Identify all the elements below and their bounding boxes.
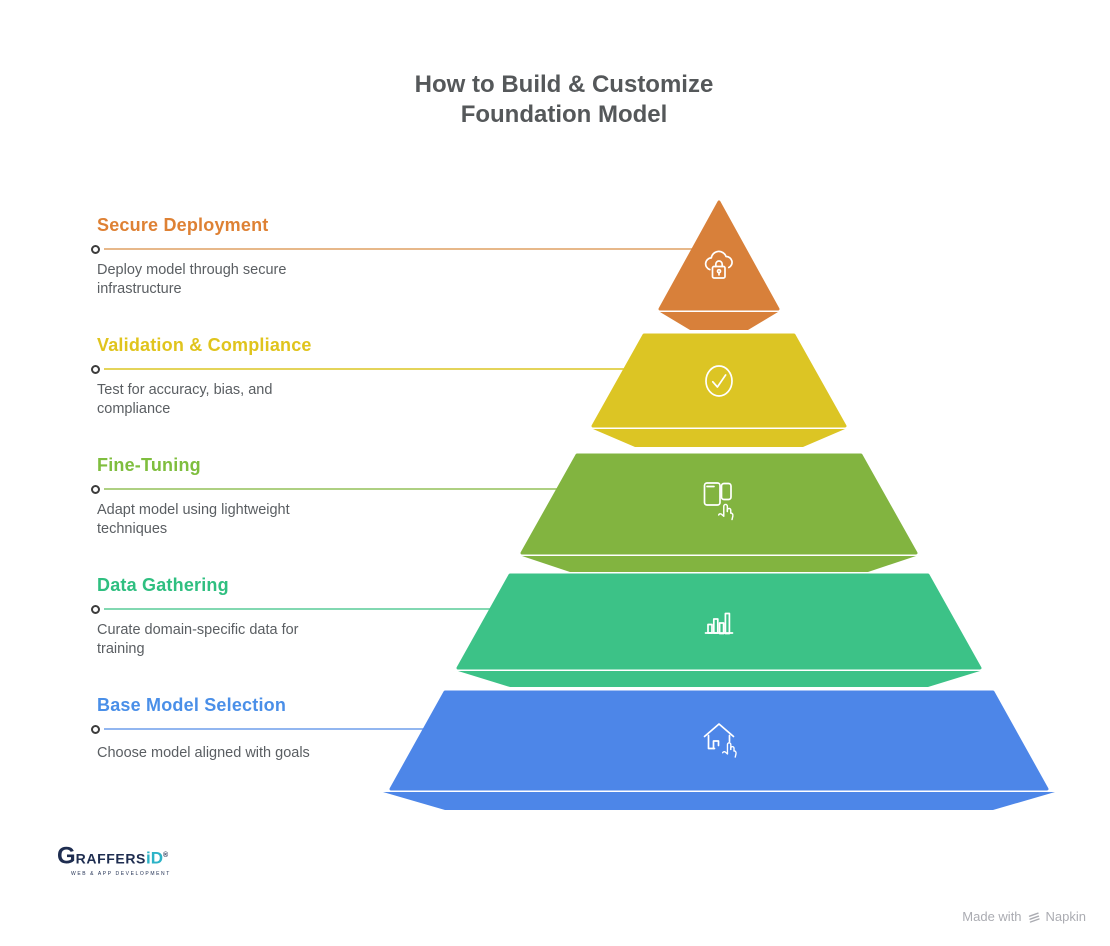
pyramid-level-3-base-facet bbox=[522, 556, 916, 572]
logo-tagline: WEB & APP DEVELOPMENT bbox=[71, 871, 171, 878]
title-line-1: How to Build & Customize bbox=[414, 71, 714, 98]
logo-letter-g: G bbox=[57, 842, 76, 870]
pyramid-level-1-shape bbox=[658, 200, 780, 311]
check-circle-icon bbox=[705, 365, 733, 397]
credit-brand: Napkin bbox=[1045, 909, 1086, 924]
pyramid-level-4-base-facet bbox=[458, 671, 980, 687]
napkin-logo-icon bbox=[1027, 910, 1041, 924]
house-tap-icon bbox=[703, 723, 737, 758]
credit-prefix: Made with bbox=[962, 909, 1022, 924]
label-validation-compliance: Validation & Compliance bbox=[97, 334, 442, 356]
bar-chart-icon bbox=[704, 612, 734, 635]
connector-ring bbox=[91, 725, 100, 734]
napkin-credit[interactable]: Made with Napkin bbox=[962, 909, 1086, 924]
label-fine-tuning: Fine-Tuning bbox=[97, 454, 442, 476]
level-description: Deploy model through secure infrastructu… bbox=[97, 262, 287, 297]
pyramid-level-2-base-facet bbox=[593, 429, 845, 447]
level-description: Adapt model using lightweight techniques bbox=[97, 502, 290, 537]
level-heading: Fine-Tuning bbox=[97, 455, 201, 475]
level-description: Choose model aligned with goals bbox=[97, 745, 310, 761]
pyramid-level-1-base-facet bbox=[660, 312, 778, 330]
logo-word-id: iD bbox=[145, 848, 163, 868]
cloud-lock-icon bbox=[704, 250, 733, 279]
pyramid-level-2-shape bbox=[591, 333, 847, 428]
connector-ring bbox=[91, 245, 100, 254]
label-base-model-selection: Base Model Selection bbox=[97, 694, 442, 716]
device-tap-icon bbox=[703, 482, 734, 521]
registered-mark: ® bbox=[162, 852, 169, 859]
pyramid-level-5-base-facet bbox=[383, 792, 1055, 810]
connector-ring bbox=[91, 485, 100, 494]
level-heading: Secure Deployment bbox=[97, 215, 269, 235]
pyramid-level-4-shape bbox=[456, 573, 982, 670]
level-heading: Validation & Compliance bbox=[97, 335, 312, 355]
connector-ring bbox=[91, 365, 100, 374]
graffersid-logo: GRAFFERSiD® WEB & APP DEVELOPMENT bbox=[57, 842, 171, 878]
level-heading: Base Model Selection bbox=[97, 695, 287, 715]
label-data-gathering: Data Gathering bbox=[97, 574, 442, 596]
label-secure-deployment: Secure Deployment bbox=[97, 214, 442, 236]
logo-word-raffers: RAFFERS bbox=[75, 850, 146, 867]
level-heading: Data Gathering bbox=[97, 575, 229, 595]
connector-ring bbox=[91, 605, 100, 614]
page-title: How to Build & Customize Foundation Mode… bbox=[0, 70, 1110, 130]
level-description: Test for accuracy, bias, and compliance bbox=[97, 382, 273, 417]
level-description: Curate domain-specific data for training bbox=[97, 622, 299, 657]
title-line-2: Foundation Model bbox=[460, 101, 668, 128]
